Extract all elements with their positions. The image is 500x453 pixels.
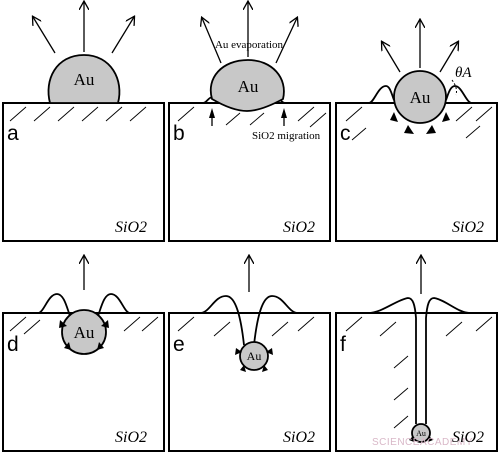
evaporation-arrows (202, 2, 297, 64)
panel-letter: c (340, 122, 351, 145)
migration-arrows (59, 320, 109, 350)
au-label: Au (74, 70, 95, 89)
deformed-surface (337, 297, 496, 424)
evaporation-arrows (33, 2, 134, 54)
substrate-label: SiO2 (283, 429, 315, 446)
deformed-surface (170, 295, 329, 346)
panel-letter: b (173, 122, 185, 145)
surface-hatching (345, 316, 493, 429)
panel-c: Au θA c SiO2 (335, 20, 498, 242)
substrate-block (2, 102, 165, 242)
substrate-label: SiO2 (452, 429, 484, 446)
au-label: Au (410, 88, 431, 107)
panel-letter: a (7, 122, 19, 145)
surface-hatching (345, 106, 493, 141)
au-label: Au (416, 429, 426, 438)
deformed-surface (337, 85, 496, 104)
migration-arrows (409, 436, 433, 442)
substrate-label: SiO2 (115, 219, 147, 236)
panel-e: Au e SiO2 (168, 256, 331, 452)
au-particle (239, 341, 269, 371)
migration-arrows (235, 348, 273, 372)
au-particle (393, 70, 447, 124)
panel-letter: d (7, 333, 19, 356)
au-label: Au (74, 323, 95, 342)
panel-b: Au Au evaporation SiO2 migration b SiO2 (168, 2, 331, 242)
au-particle (47, 54, 121, 104)
au-particle (209, 59, 285, 112)
substrate-block (168, 312, 331, 452)
surface-hatching (177, 106, 327, 128)
surface-hatching (177, 316, 315, 337)
substrate-label: SiO2 (283, 219, 315, 236)
au-label: Au (247, 349, 262, 363)
surface-hatching (9, 316, 159, 335)
panel-letter: e (173, 333, 185, 356)
substrate-label: SiO2 (115, 429, 147, 446)
watermark: SCIENCEACADEMY (372, 437, 473, 448)
panel-f: Au SCIENCEACADEMY f SiO2 (335, 256, 498, 452)
contact-angle-label: θA (455, 65, 472, 81)
surface-hatching (9, 106, 147, 122)
migration-arrows (390, 112, 450, 134)
au-label: Au (238, 77, 259, 96)
evaporation-arrows (382, 20, 458, 73)
substrate-label: SiO2 (452, 219, 484, 236)
evaporation-note: Au evaporation (215, 39, 284, 51)
au-particle (61, 309, 107, 355)
panel-a: Au a SiO2 (2, 2, 165, 242)
deformed-surface (4, 293, 163, 317)
panel-d: Au d SiO2 (2, 256, 165, 452)
substrate-block (168, 102, 331, 242)
migration-note: SiO2 migration (252, 130, 321, 142)
migration-arrows (209, 108, 287, 126)
contact-angle-arc (451, 79, 457, 96)
au-particle (411, 423, 431, 443)
panel-letter: f (340, 333, 346, 356)
